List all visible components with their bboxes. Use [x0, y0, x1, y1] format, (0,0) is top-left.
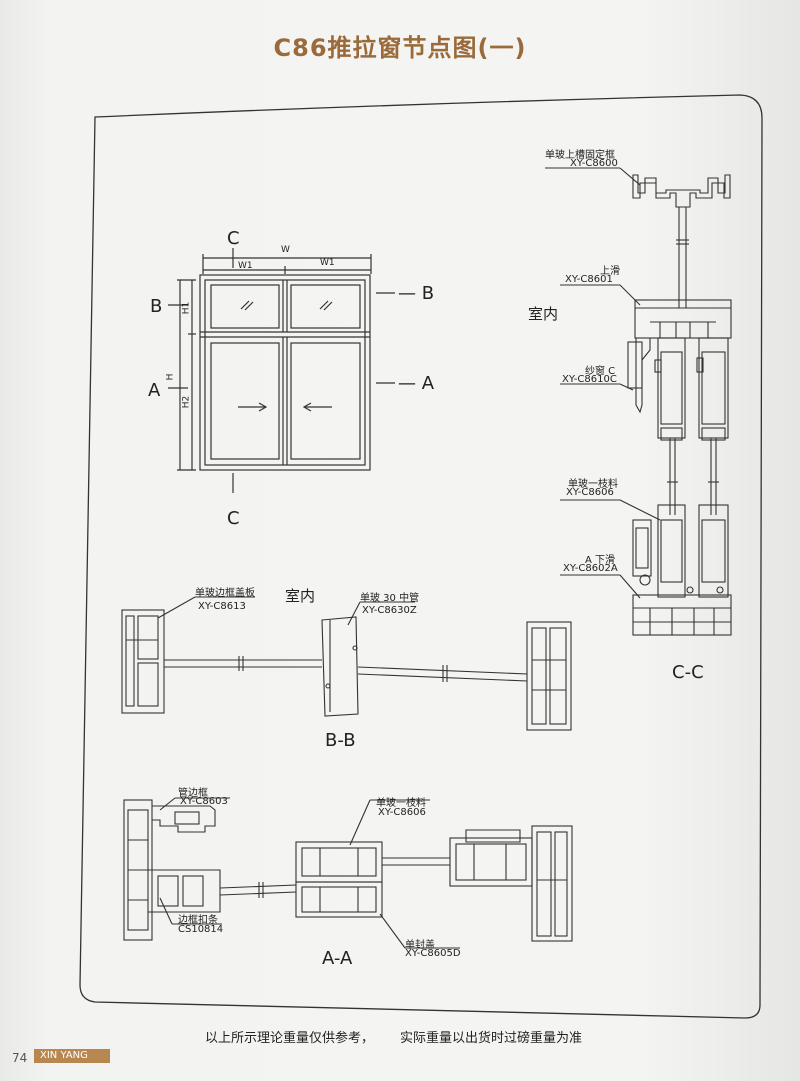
cc-part-code-4: XY-C8606	[566, 487, 614, 498]
weight-note-line1: 以上所示理论重量仅供参考，	[205, 1031, 375, 1046]
cc-part-code-3: XY-C8610C	[562, 374, 617, 385]
section-mark-b-right: — B	[398, 283, 435, 304]
interior-label-bb: 室内	[285, 587, 316, 605]
dim-h: H	[165, 373, 176, 381]
cc-part-code-2: XY-C8601	[565, 274, 613, 285]
aa-part-name-2: 单玻一枝料	[376, 798, 426, 809]
dim-h1: H1	[181, 301, 192, 315]
cc-part-code-1: XY-C8600	[570, 158, 618, 169]
aa-part-code-1: XY-C8603	[180, 796, 228, 807]
page-number: 74	[12, 1051, 28, 1065]
dim-w1-right: W1	[320, 258, 335, 268]
cc-part-name-3: 纱窗 C	[585, 366, 616, 377]
aa-part-name-4: 单封盖	[405, 940, 435, 951]
bb-part-code-1: XY-C8613	[198, 601, 246, 612]
section-bb-drawing	[121, 596, 572, 731]
aa-part-code-4: XY-C8605D	[405, 948, 461, 959]
section-mark-a-right: — A	[398, 373, 435, 394]
dim-w1-left: W1	[238, 261, 253, 271]
brand-tag: XIN YANG	[34, 1049, 110, 1063]
cc-part-name-2: 上滑	[600, 266, 620, 277]
dim-h2: H2	[181, 395, 192, 409]
section-caption-bb: B-B	[325, 730, 356, 751]
page-title: C86推拉窗节点图(一)	[273, 34, 527, 62]
interior-label-cc: 室内	[528, 305, 559, 323]
cc-part-name-1: 单玻上槽固定框	[545, 150, 615, 161]
section-mark-b-left: B	[150, 296, 163, 317]
section-mark-c-bottom: C	[227, 508, 240, 529]
bb-part-name-2: 单玻 30 中管	[360, 593, 420, 604]
section-mark-a-left: A	[148, 380, 161, 401]
aa-part-name-3: 边框扣条	[178, 915, 218, 926]
bb-part-name-1: 单玻边框盖板	[195, 588, 255, 599]
section-caption-aa: A-A	[322, 948, 353, 969]
section-mark-c-top: C	[227, 228, 240, 249]
window-elevation	[168, 248, 395, 493]
drawing-border	[79, 94, 763, 1019]
aa-part-name-1: 管边框	[178, 788, 208, 799]
dim-w: W	[281, 245, 290, 255]
aa-part-code-2: XY-C8606	[378, 807, 426, 818]
cc-part-name-4: 单玻一枝料	[568, 479, 618, 490]
bb-part-code-2: XY-C8630Z	[362, 605, 417, 616]
cc-part-name-5: A 下滑	[585, 555, 616, 566]
weight-note-line2: 实际重量以出货时过磅重量为准	[400, 1031, 583, 1046]
aa-part-code-3: CS10814	[178, 924, 224, 935]
section-aa-drawing	[123, 797, 573, 949]
cc-part-code-5: XY-C8602A	[563, 563, 618, 574]
section-cc-drawing	[545, 167, 732, 636]
section-caption-cc: C-C	[672, 662, 704, 683]
window-outer-frame	[199, 274, 371, 471]
